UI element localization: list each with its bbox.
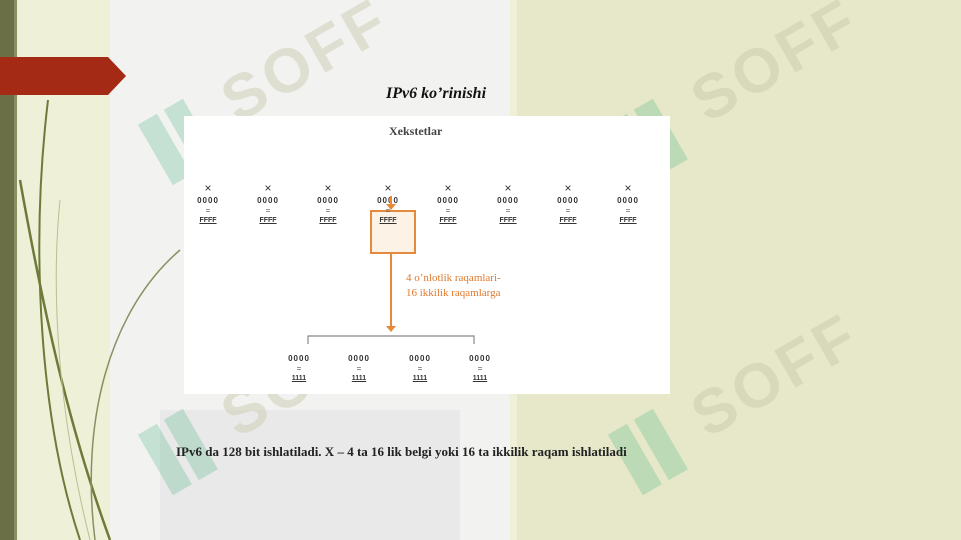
equals-sign: = xyxy=(205,206,211,215)
binary-value: 1111 xyxy=(351,375,367,382)
slide-description: IPv6 da 128 bit ishlatiladi. X – 4 ta 16… xyxy=(176,444,627,459)
hex-value: 0000 xyxy=(317,196,339,205)
watermark-logo-icon xyxy=(137,408,218,496)
equals-sign: = xyxy=(505,206,511,215)
equals-sign: = xyxy=(356,364,362,373)
title-ribbon xyxy=(0,57,126,95)
hex-upper: FFFF xyxy=(319,217,337,224)
hex-value: 0000 xyxy=(409,354,431,363)
equals-sign: = xyxy=(296,364,302,373)
conversion-label-line2: 16 ikkilik raqamlarga xyxy=(406,287,501,299)
binary-value: 1111 xyxy=(472,375,488,382)
conversion-label-line1: 4 o’nlotlik raqamlari- xyxy=(406,272,501,284)
binary-value: 1111 xyxy=(412,375,428,382)
hextet-group: × 0000 = FFFF xyxy=(248,180,288,226)
x-mark: × xyxy=(624,181,632,195)
equals-sign: = xyxy=(445,206,451,215)
arrow-diagram xyxy=(307,196,475,344)
hextet-group: × 0000 = FFFF xyxy=(428,180,468,226)
hex-value: 0000 xyxy=(377,196,399,205)
binary-group: 0000 = 1111 xyxy=(400,354,440,384)
hex-value: 0000 xyxy=(617,196,639,205)
background-pane-gray xyxy=(160,410,460,540)
hex-value: 0000 xyxy=(197,196,219,205)
equals-sign: = xyxy=(417,364,423,373)
hextet-group: × 0000 = FFFF xyxy=(488,180,528,226)
hex-upper: FFFF xyxy=(259,217,277,224)
binary-value: 1111 xyxy=(291,375,307,382)
equals-sign: = xyxy=(565,206,571,215)
conversion-label: 4 o’nlotlik raqamlari- 16 ikkilik raqaml… xyxy=(406,271,501,301)
x-mark: × xyxy=(264,181,272,195)
x-mark: × xyxy=(504,181,512,195)
equals-sign: = xyxy=(625,206,631,215)
hextet-group: × 0000 = FFFF xyxy=(308,180,348,226)
equals-sign: = xyxy=(265,206,271,215)
binary-group: 0000 = 1111 xyxy=(460,354,500,384)
hex-value: 0000 xyxy=(557,196,579,205)
binary-group: 0000 = 1111 xyxy=(279,354,319,384)
hextet-group: × 0000 = FFFF xyxy=(188,180,228,226)
figure-heading: Xekstetlar xyxy=(389,124,443,138)
hex-value: 0000 xyxy=(497,196,519,205)
hex-value: 0000 xyxy=(469,354,491,363)
x-mark: × xyxy=(384,181,392,195)
hextet-group-highlighted: × 0000 = FFFF xyxy=(368,180,408,226)
binary-group: 0000 = 1111 xyxy=(339,354,379,384)
hex-value: 0000 xyxy=(288,354,310,363)
x-mark: × xyxy=(324,181,332,195)
hex-value: 0000 xyxy=(437,196,459,205)
equals-sign: = xyxy=(385,206,391,215)
hex-upper: FFFF xyxy=(559,217,577,224)
hex-upper: FFFF xyxy=(499,217,517,224)
hex-upper: FFFF xyxy=(439,217,457,224)
left-accent-bar xyxy=(0,0,14,540)
equals-sign: = xyxy=(477,364,483,373)
ipv6-figure: Xekstetlar × 0000 = FFFF × 0000 = FFFF ×… xyxy=(184,116,670,394)
hex-upper: FFFF xyxy=(379,217,397,224)
x-mark: × xyxy=(204,181,212,195)
hex-value: 0000 xyxy=(257,196,279,205)
equals-sign: = xyxy=(325,206,331,215)
highlight-box xyxy=(370,210,416,254)
slide-title: IPv6 ko’rinishi xyxy=(386,85,487,102)
hextet-group: × 0000 = FFFF xyxy=(608,180,648,226)
left-accent-bar-inner xyxy=(14,0,17,540)
watermark-logo-icon xyxy=(607,408,688,496)
hex-upper: FFFF xyxy=(619,217,637,224)
hex-upper: FFFF xyxy=(199,217,217,224)
hextet-group: × 0000 = FFFF xyxy=(548,180,588,226)
x-mark: × xyxy=(444,181,452,195)
hex-value: 0000 xyxy=(348,354,370,363)
x-mark: × xyxy=(564,181,572,195)
